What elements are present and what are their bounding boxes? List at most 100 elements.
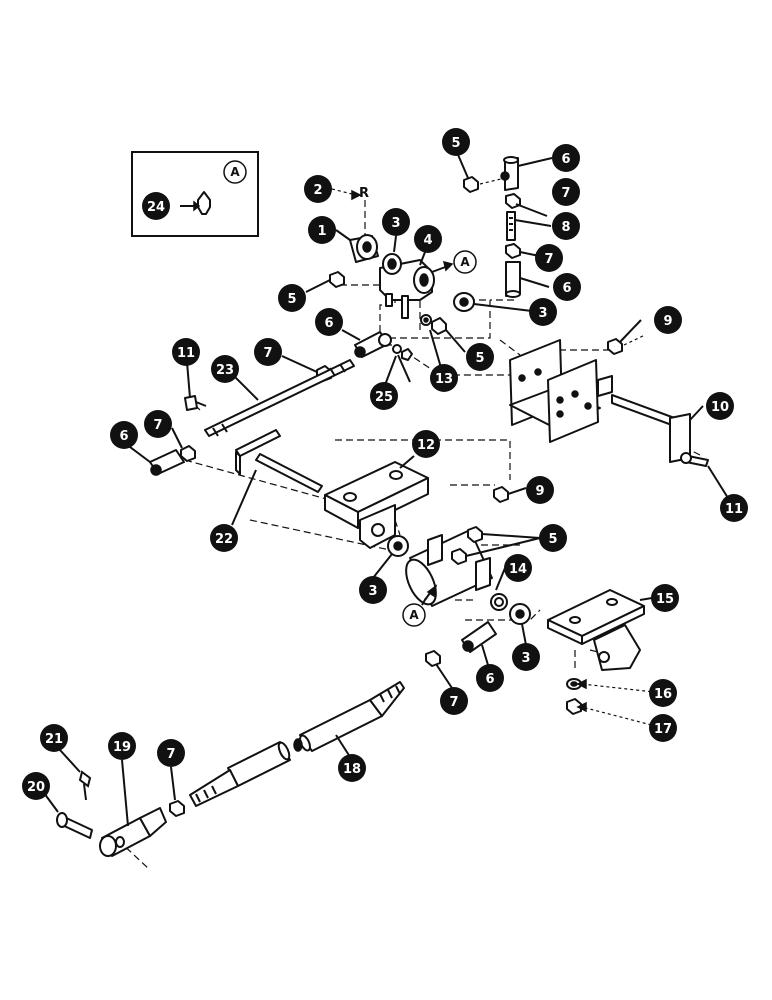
r-mark: R <box>359 186 369 201</box>
callout-7: 7 <box>552 178 580 206</box>
callout-17: 17 <box>649 714 677 742</box>
callout-9: 9 <box>654 306 682 334</box>
svg-text:7: 7 <box>544 252 553 267</box>
bushing <box>349 234 379 263</box>
svg-text:5: 5 <box>451 136 460 151</box>
callout-20: 20 <box>22 772 50 800</box>
bushing <box>387 535 409 557</box>
ball-joint <box>354 314 447 361</box>
callout-19: 19 <box>108 732 136 760</box>
callout-6: 6 <box>476 664 504 692</box>
adjusting-rod <box>189 681 405 807</box>
svg-text:13: 13 <box>435 372 453 387</box>
callout-2: 2 <box>304 175 332 203</box>
svg-text:6: 6 <box>561 152 570 167</box>
callout-21: 21 <box>40 724 68 752</box>
callout-7: 7 <box>535 244 563 272</box>
callout-7: 7 <box>254 338 282 366</box>
clevis-pin <box>56 812 93 839</box>
callout-3: 3 <box>359 576 387 604</box>
svg-text:25: 25 <box>375 390 393 405</box>
svg-text:10: 10 <box>711 400 729 415</box>
callout-24: 24 <box>142 192 170 220</box>
nut <box>566 698 582 715</box>
callout-7: 7 <box>440 687 468 715</box>
nut <box>425 650 441 667</box>
svg-text:7: 7 <box>166 747 175 762</box>
svg-text:22: 22 <box>215 532 233 547</box>
svg-text:9: 9 <box>663 314 672 329</box>
svg-text:A: A <box>230 165 240 179</box>
svg-text:7: 7 <box>449 695 458 710</box>
inset-letter: A <box>223 160 247 184</box>
callout-5: 5 <box>442 128 470 156</box>
callout-6: 6 <box>552 144 580 172</box>
callout-14: 14 <box>504 554 532 582</box>
mounting-plate <box>509 339 613 443</box>
pivot-tube <box>405 529 508 611</box>
leader-lines <box>43 149 729 827</box>
callout-5: 5 <box>278 284 306 312</box>
callout-3: 3 <box>382 208 410 236</box>
callout-6: 6 <box>553 273 581 301</box>
svg-text:1: 1 <box>317 224 326 239</box>
svg-text:19: 19 <box>113 740 131 755</box>
callout-25: 25 <box>370 382 398 410</box>
callout-9: 9 <box>526 476 554 504</box>
ball-joint-left <box>149 445 196 476</box>
svg-text:A: A <box>409 608 419 622</box>
cotter-pin <box>78 770 92 801</box>
svg-text:3: 3 <box>368 584 377 599</box>
callout-12: 12 <box>412 430 440 458</box>
threaded-rod <box>204 359 355 437</box>
svg-text:2: 2 <box>313 183 322 198</box>
svg-text:6: 6 <box>324 316 333 331</box>
clevis <box>99 807 167 857</box>
callout-1: 1 <box>308 216 336 244</box>
angle-bracket <box>611 394 709 467</box>
ref-marker-a-bottom: A <box>402 603 426 627</box>
svg-text:11: 11 <box>725 502 743 517</box>
ref-marker-a-top: A <box>453 250 477 274</box>
callout-16: 16 <box>649 679 677 707</box>
nut <box>493 486 509 503</box>
svg-text:17: 17 <box>654 722 672 737</box>
bolt <box>184 395 207 411</box>
callout-7: 7 <box>157 739 185 767</box>
svg-text:6: 6 <box>485 672 494 687</box>
callout-18: 18 <box>338 754 366 782</box>
lower-bracket <box>547 589 645 671</box>
svg-text:5: 5 <box>287 292 296 307</box>
svg-text:20: 20 <box>27 780 45 795</box>
svg-text:A: A <box>460 255 470 269</box>
svg-text:14: 14 <box>509 562 527 577</box>
svg-text:11: 11 <box>177 346 195 361</box>
nut <box>463 176 506 193</box>
svg-text:21: 21 <box>45 732 63 747</box>
svg-text:6: 6 <box>119 429 128 444</box>
svg-text:12: 12 <box>417 438 435 453</box>
callout-3: 3 <box>529 298 557 326</box>
shaft-bracket <box>235 429 429 549</box>
svg-text:3: 3 <box>538 306 547 321</box>
bushing <box>453 292 475 312</box>
svg-text:18: 18 <box>343 762 361 777</box>
grease-fitting-arrow <box>431 260 454 273</box>
callout-13: 13 <box>430 364 458 392</box>
callout-8: 8 <box>552 212 580 240</box>
svg-text:3: 3 <box>391 216 400 231</box>
bushing <box>509 603 531 625</box>
svg-text:3: 3 <box>521 651 530 666</box>
svg-text:8: 8 <box>561 220 570 235</box>
nut <box>451 526 483 565</box>
callout-4: 4 <box>414 225 442 253</box>
callout-11: 11 <box>720 494 748 522</box>
svg-text:4: 4 <box>423 233 432 248</box>
callout-5: 5 <box>539 524 567 552</box>
callout-7: 7 <box>144 410 172 438</box>
svg-text:24: 24 <box>147 200 165 215</box>
svg-text:16: 16 <box>654 687 672 702</box>
callout-6: 6 <box>110 421 138 449</box>
vertical-linkage <box>500 156 521 298</box>
